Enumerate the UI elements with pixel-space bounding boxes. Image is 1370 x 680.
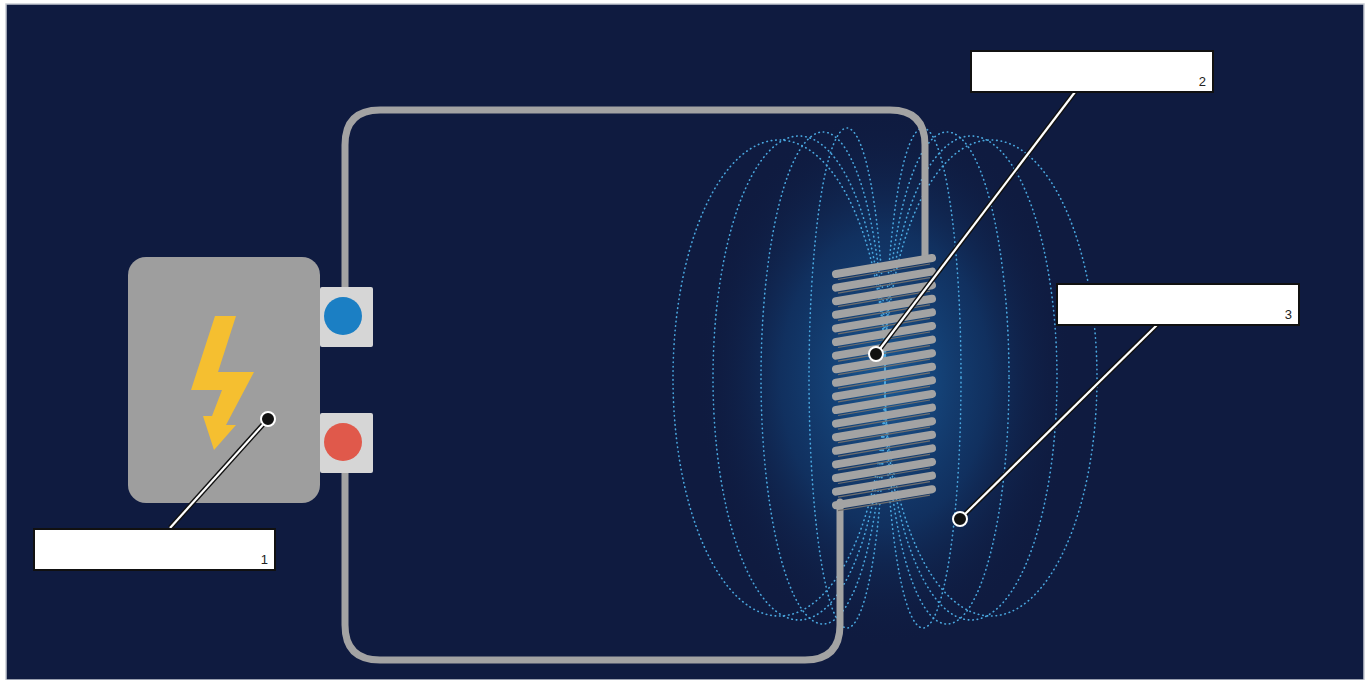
coil-shadow [838,346,930,362]
negative-terminal [324,297,362,335]
coil-shadow [838,305,930,321]
leader-line [876,92,1075,354]
terminal [320,287,373,347]
dark-background [6,4,1364,680]
leader-dot [953,512,967,526]
leader-line [876,92,1075,354]
coil-shadow [838,482,930,498]
leader-dot [261,412,275,426]
leader-line [170,419,268,528]
coil-shadow [838,264,930,280]
leader-line [960,325,1157,519]
leader-dot [869,347,883,361]
coil-shadow [838,359,930,375]
coil-shadow [838,400,930,416]
coil-shadow [838,278,930,294]
coil-shadow [838,373,930,389]
coil-shadow [838,454,930,470]
field-glow [695,108,1075,648]
leader-line [960,325,1157,519]
coil-shadow [838,468,930,484]
coil-shadow [838,427,930,443]
field-line [885,136,1057,620]
coil-shadow [838,318,930,334]
magnetic-field-lines [673,128,1097,628]
wire [345,472,840,660]
coil-shadow [838,441,930,457]
leader-line [170,419,268,528]
field-line [885,140,1097,616]
callout-number: 1 [261,552,268,567]
lightning-symbol [191,316,254,450]
callout-number: 3 [1285,307,1292,322]
callout-number: 2 [1199,74,1206,89]
leader-lines [170,92,1157,528]
coil-shadow [838,386,930,402]
coil-shadow [838,495,930,511]
callout-box: 1 [33,528,276,571]
coil-shadow [838,414,930,430]
wire [345,110,925,290]
callout-box: 2 [970,50,1214,93]
positive-terminal [324,423,362,461]
terminal [320,413,373,473]
callout-box: 3 [1056,283,1300,326]
